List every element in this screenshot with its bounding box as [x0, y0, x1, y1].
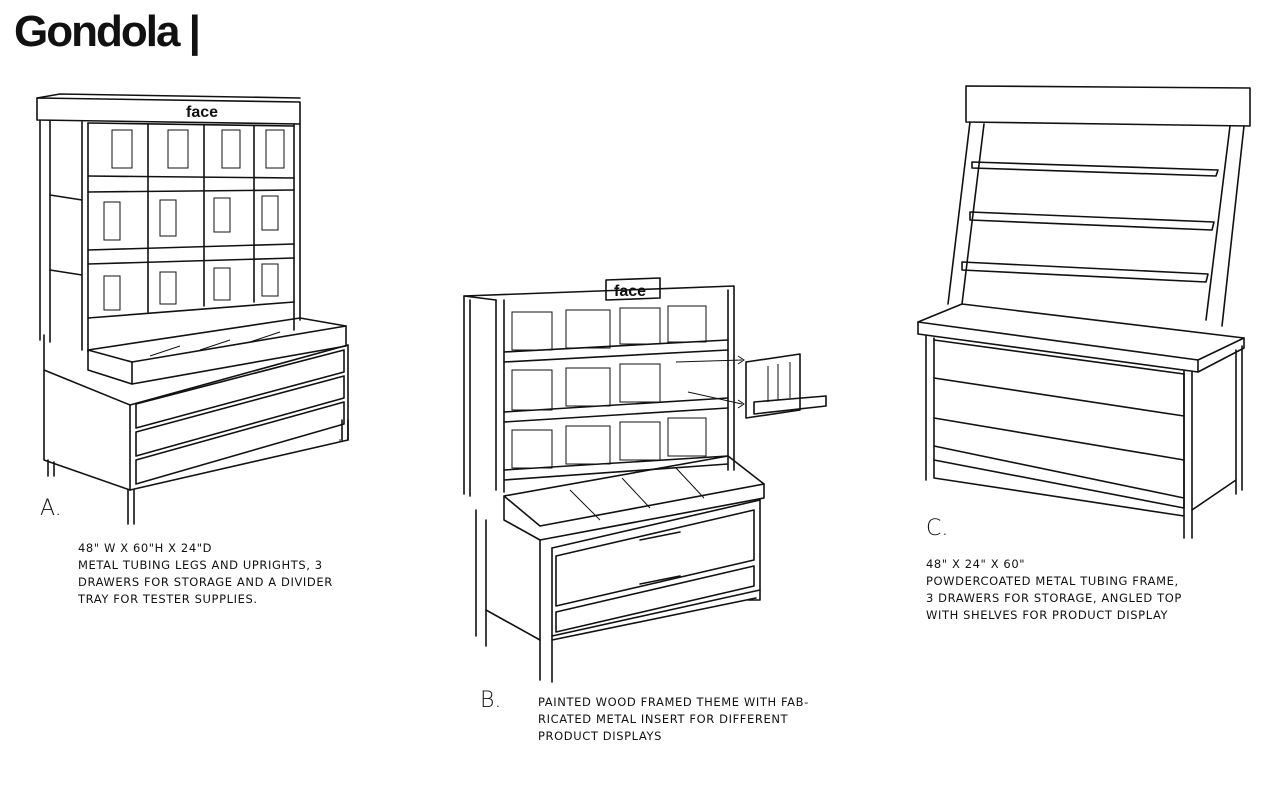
- gondola-b-sign: face: [614, 283, 646, 300]
- gondola-a-caption-line: drawers for storage and a divider: [78, 575, 333, 589]
- gondola-c-caption-line: 48" x 24" x 60": [926, 557, 1026, 571]
- gondola-c-caption-line: Powdercoated metal tubing frame,: [926, 574, 1179, 588]
- gondola-c-drawing: [917, 85, 1251, 539]
- gondola-c-caption-line: with shelves for product display: [926, 608, 1169, 622]
- gondola-b-caption-line: Painted wood framed theme with fab-: [538, 695, 809, 709]
- gondola-b-caption: Painted wood framed theme with fab- rica…: [538, 694, 809, 745]
- gondola-a-caption-line: Metal tubing legs and uprights, 3: [78, 558, 323, 572]
- gondola-a-drawing: face: [36, 93, 349, 525]
- gondola-a-sign: face: [186, 104, 218, 121]
- gondola-a-label: A.: [40, 496, 62, 521]
- gondola-c-label: C.: [926, 516, 949, 541]
- gondola-c-caption-line: 3 drawers for storage, angled top: [926, 591, 1182, 605]
- gondola-a-caption-line: 48" W x 60"H x 24"D: [78, 541, 213, 555]
- gondola-a-caption: 48" W x 60"H x 24"D Metal tubing legs an…: [78, 540, 333, 608]
- gondola-b-label: B.: [480, 688, 502, 713]
- gondola-a-caption-line: tray for tester supplies.: [78, 592, 258, 606]
- gondola-b-caption-line: product displays: [538, 729, 663, 743]
- gondola-c-caption: 48" x 24" x 60" Powdercoated metal tubin…: [926, 556, 1182, 624]
- gondola-b-caption-line: ricated metal insert for different: [538, 712, 789, 726]
- page-title: Gondola |: [14, 7, 201, 56]
- gondola-b-drawing: face: [463, 277, 827, 683]
